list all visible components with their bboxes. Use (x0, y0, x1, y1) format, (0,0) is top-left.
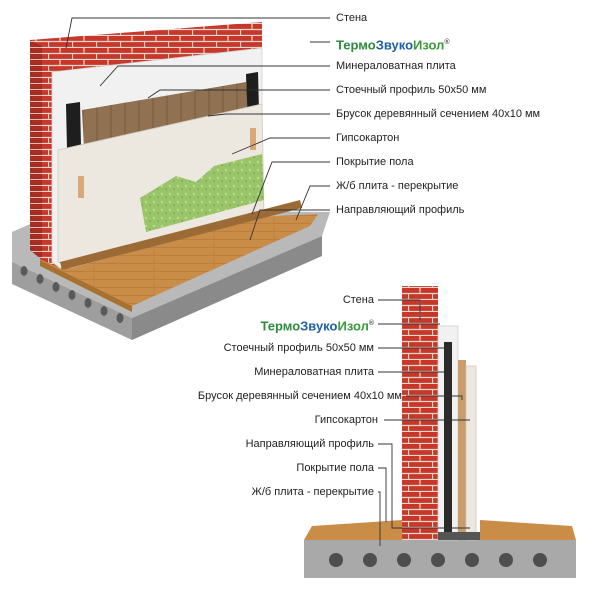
bottom-leader-lines (378, 299, 470, 546)
top-leader-lines (65, 17, 330, 241)
top-label-guide-profile: Направляющий профиль (336, 204, 465, 216)
isometric-illustration (12, 17, 330, 340)
brand-mark: ® (444, 39, 450, 46)
top-label-gypsum: Гипсокартон (336, 132, 400, 144)
bottom-label-stud-profile: Стоечный профиль 50х50 мм (223, 342, 374, 354)
concrete-slab-side (132, 236, 322, 340)
top-label-slab: Ж/б плита - перекрытие (336, 180, 459, 192)
bottom-brand-mark: ® (368, 320, 374, 327)
slab-holes (20, 266, 124, 323)
batten-layer (82, 82, 248, 148)
batten-strip-1 (78, 176, 84, 198)
section-illustration (304, 286, 576, 578)
bottom-label-guide-profile: Направляющий профиль (245, 438, 374, 450)
section-guide-profile (438, 532, 480, 540)
bottom-label-batten: Брусок деревянный сечением 40х10 мм (197, 390, 402, 402)
top-label-wall: Стена (336, 12, 368, 24)
sound-mat (140, 154, 264, 232)
section-floor-left (304, 520, 402, 540)
bottom-label-slab: Ж/б плита - перекрытие (251, 486, 374, 498)
bottom-label-wall: Стена (342, 294, 374, 306)
brick-wall-side (30, 40, 42, 260)
top-brand-logo: ТермоЗвукоИзол® (336, 35, 450, 52)
brand-part-1: Термо (336, 37, 376, 53)
top-label-mineral-wool: Минераловатная плита (336, 60, 456, 72)
bottom-brand-part-1: Термо (260, 318, 301, 334)
section-gypsum (465, 365, 477, 541)
section-floor-right (480, 520, 576, 540)
section-brick-wall (402, 286, 438, 540)
section-slab-holes (329, 553, 547, 567)
bottom-brand-part-2: Звуко (300, 318, 338, 334)
section-batten (458, 360, 466, 540)
brand-part-2: Звуко (375, 37, 414, 53)
bottom-label-floor: Покрытие пола (296, 462, 374, 474)
top-label-batten: Брусок деревянный сечением 40х10 мм (336, 108, 541, 120)
top-label-stud-profile: Стоечный профиль 50х50 мм (336, 84, 487, 96)
section-stud-profile (444, 342, 452, 540)
bottom-label-mineral-wool: Минераловатная плита (254, 366, 374, 378)
brand-part-3: Изол (413, 37, 445, 53)
top-label-floor: Покрытие пола (336, 156, 414, 168)
bottom-brand-part-3: Изол (337, 318, 369, 334)
floor-edge (40, 260, 132, 312)
bottom-brand-logo: ТермоЗвукоИзол® (260, 316, 374, 333)
bottom-label-gypsum: Гипсокартон (314, 414, 378, 426)
guide-profile (60, 200, 302, 270)
batten-strip-2 (250, 128, 256, 150)
